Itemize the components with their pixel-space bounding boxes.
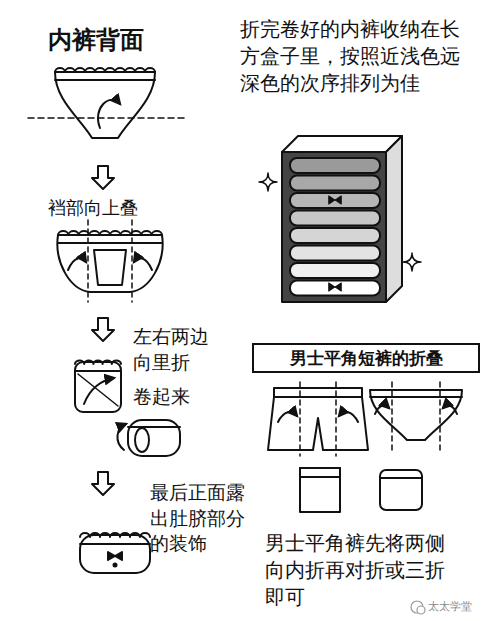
fold-arrow xyxy=(443,406,457,414)
storage-note: 折完卷好的内裤收纳在长方盒子里，按照近浅色远深色的次序排列为佳 xyxy=(240,16,472,97)
rolled-brief xyxy=(128,420,180,456)
fold-line xyxy=(439,382,441,452)
step-caption: 卷起来 xyxy=(133,384,215,410)
waist-scallop xyxy=(80,533,150,537)
waist-scallop xyxy=(75,361,121,364)
boxer-waistband xyxy=(274,388,362,397)
waist-band xyxy=(370,396,462,398)
box-rim xyxy=(282,136,402,152)
stored-roll xyxy=(290,228,380,243)
fold-line xyxy=(87,220,89,302)
fold-arrow xyxy=(98,100,120,128)
fold-line xyxy=(391,382,393,452)
banner-title: 男士平角短裤的折叠 xyxy=(290,348,443,368)
stored-roll xyxy=(290,193,380,208)
down-arrow xyxy=(92,318,114,341)
bow-decoration xyxy=(329,283,341,291)
waist-scallop xyxy=(58,231,162,235)
final-roll xyxy=(80,535,150,573)
brief-body xyxy=(55,72,155,138)
folded-brief xyxy=(75,362,121,412)
fold-crease xyxy=(78,374,118,406)
waist-band xyxy=(58,242,162,244)
down-arrow xyxy=(92,166,114,189)
fold-arrow xyxy=(134,258,152,270)
fold-line xyxy=(335,382,337,456)
step-caption: 裆部向上叠 xyxy=(48,196,178,220)
down-arrow xyxy=(92,472,114,495)
brief-body xyxy=(57,235,162,292)
stored-roll xyxy=(290,246,380,261)
waist-band xyxy=(80,543,150,545)
stored-roll xyxy=(290,176,380,191)
folded-brief xyxy=(380,470,422,510)
fold-arrow xyxy=(84,378,114,404)
boxer-note: 男士平角裤先将两侧向内折再对折或三折即可 xyxy=(265,530,455,611)
bow-decoration xyxy=(329,196,341,204)
bow-decoration xyxy=(108,552,115,560)
step-caption: 左右两边向里折 xyxy=(133,324,215,375)
waist-band xyxy=(55,79,155,81)
crotch-flap xyxy=(94,250,126,285)
title-banner: 男士平角短裤的折叠 xyxy=(252,343,480,373)
fold-line xyxy=(299,382,301,456)
watermark: 太太学堂 xyxy=(428,600,498,615)
fold-arrow xyxy=(68,258,86,270)
fold-arrow xyxy=(339,412,358,422)
stored-roll xyxy=(290,158,380,173)
waist-scallop xyxy=(55,68,155,72)
fold-line xyxy=(131,220,133,302)
waist-band xyxy=(380,477,422,479)
waist-band xyxy=(128,426,180,428)
brief-body xyxy=(370,390,462,440)
stored-roll xyxy=(290,211,380,226)
bow-decoration xyxy=(115,552,122,560)
stored-roll xyxy=(290,263,380,278)
box-side xyxy=(386,136,402,302)
boxer-body xyxy=(268,397,368,450)
step-caption: 最后正面露出肚脐部分的装饰 xyxy=(150,480,252,557)
fold-line xyxy=(28,117,188,119)
button-dot xyxy=(114,564,117,567)
waist-band xyxy=(75,370,121,372)
boxer-waistband xyxy=(300,468,340,477)
watermark-icon xyxy=(417,606,425,614)
roll-spiral xyxy=(135,428,149,452)
fold-arrow xyxy=(278,412,297,422)
fold-arrow xyxy=(375,406,389,414)
stored-roll xyxy=(290,281,380,296)
roll-arrow xyxy=(117,424,126,450)
sparkle xyxy=(403,253,421,271)
step-heading: 内裤背面 xyxy=(48,24,178,56)
box-front xyxy=(282,152,386,302)
sparkle xyxy=(259,173,277,191)
folded-boxer xyxy=(300,468,340,512)
